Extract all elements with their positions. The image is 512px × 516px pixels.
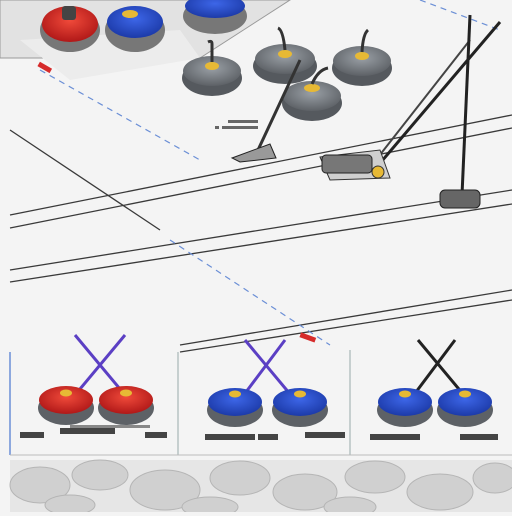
gray-stone-4: [282, 66, 342, 121]
lower-panels: [9, 350, 512, 456]
red-markers: [37, 61, 317, 343]
decorative-marks: [215, 120, 258, 129]
top-brooms: [230, 14, 502, 209]
sheet-lines: [9, 114, 512, 353]
gray-stone-3: [332, 28, 392, 86]
hog-lines: [39, 0, 501, 346]
rock-pattern: [9, 459, 512, 516]
gray-stone-2: [253, 26, 317, 84]
blue-dark-panel: [370, 339, 498, 440]
red-team-panel: [20, 334, 167, 438]
tray-stones: [40, 0, 247, 52]
blue-team-panel: [205, 339, 345, 440]
gray-stone-1: [182, 39, 242, 96]
gray-stones: [182, 26, 392, 121]
